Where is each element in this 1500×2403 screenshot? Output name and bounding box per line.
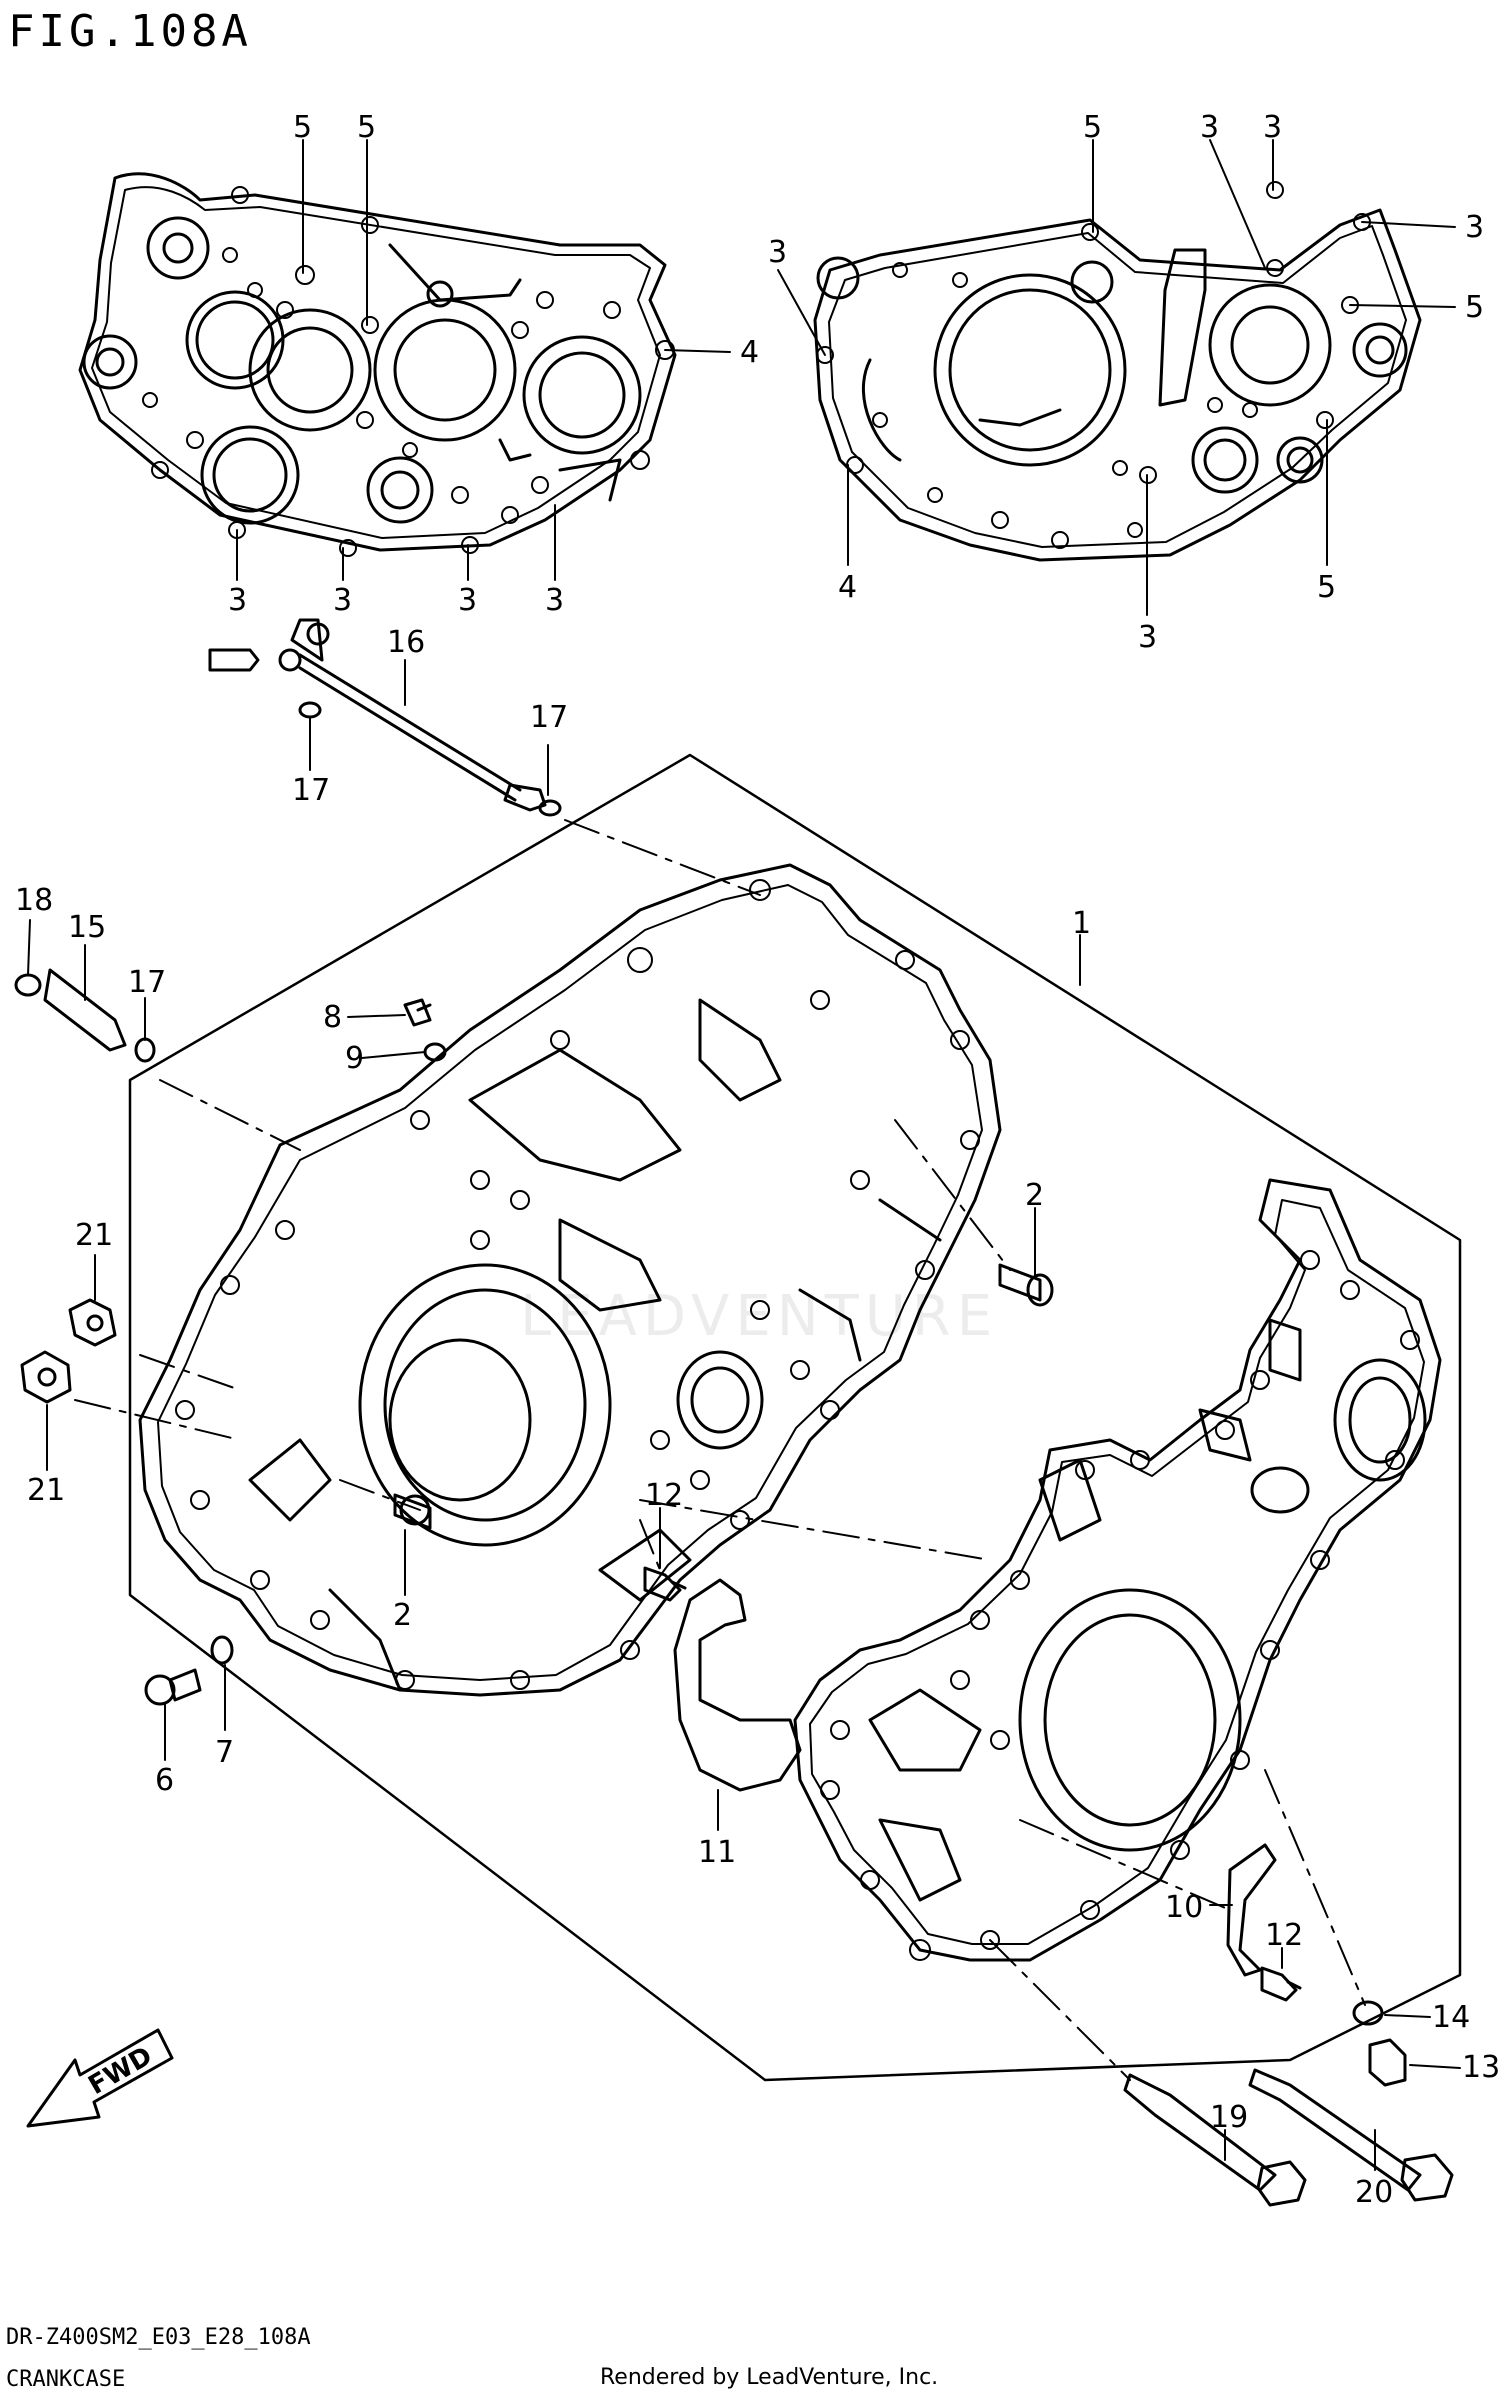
callout-17: 17 <box>530 700 568 735</box>
callout-3: 3 <box>333 583 352 618</box>
callout-numbers: 1 2 2 3 3 3 3 3 3 3 3 3 3 4 4 5 5 5 5 5 … <box>15 110 1500 2210</box>
figure-caption: CRANKCASE <box>6 2367 126 2392</box>
callout-3: 3 <box>458 583 477 618</box>
alignment-lines <box>74 819 1366 2081</box>
callout-16: 16 <box>387 625 425 660</box>
bolt-12-lower <box>1260 1966 1302 2002</box>
watermark: LEADVENTURE <box>520 1284 998 1349</box>
callout-17: 17 <box>128 965 166 1000</box>
crankcase-left-face-view <box>78 172 677 557</box>
callout-1: 1 <box>1072 906 1091 941</box>
callout-12: 12 <box>645 1478 683 1513</box>
callout-13: 13 <box>1462 2050 1500 2085</box>
bolt-12-upper <box>643 1566 687 1602</box>
callout-20: 20 <box>1355 2175 1393 2210</box>
callout-11: 11 <box>698 1835 736 1870</box>
callout-3: 3 <box>228 583 247 618</box>
callout-15: 15 <box>68 910 106 945</box>
assembly-outline <box>128 753 1462 2082</box>
callout-3: 3 <box>1263 110 1282 145</box>
bolt-13 <box>1368 2038 1407 2087</box>
callout-4: 4 <box>838 570 857 605</box>
bolt-20 <box>1248 2068 1454 2202</box>
gasket-9 <box>423 1042 447 1062</box>
callout-14: 14 <box>1432 2000 1470 2035</box>
nut-21-upper <box>68 1298 117 1347</box>
callout-17: 17 <box>292 773 330 808</box>
callout-2: 2 <box>393 1598 412 1633</box>
washer-14 <box>1352 2000 1384 2026</box>
callout-3: 3 <box>768 235 787 270</box>
plug-8 <box>403 998 432 1027</box>
callout-5: 5 <box>357 110 376 145</box>
fwd-arrow-icon <box>26 2028 174 2128</box>
washer-7 <box>210 1635 234 1665</box>
callout-18: 18 <box>15 883 53 918</box>
crankcase-right-face-view <box>813 181 1422 562</box>
bolt-6 <box>144 1668 202 1706</box>
callout-8: 8 <box>323 1000 342 1035</box>
callout-5: 5 <box>293 110 312 145</box>
callout-5: 5 <box>1083 110 1102 145</box>
crankcase-left-half <box>138 863 1054 1697</box>
callout-3: 3 <box>545 583 564 618</box>
callout-21: 21 <box>27 1473 65 1508</box>
callout-7: 7 <box>215 1735 234 1770</box>
gasket-plate-11 <box>673 1578 802 1792</box>
callout-6: 6 <box>155 1763 174 1798</box>
callout-21: 21 <box>75 1218 113 1253</box>
credit-line: Rendered by LeadVenture, Inc. <box>600 2365 939 2390</box>
leader-lines <box>27 139 1461 2171</box>
callout-5: 5 <box>1317 570 1336 605</box>
nut-21-lower <box>20 1350 72 1404</box>
callout-3: 3 <box>1465 210 1484 245</box>
plate-10 <box>1226 1843 1277 1977</box>
callout-10: 10 <box>1165 1890 1203 1925</box>
callout-2: 2 <box>1025 1178 1044 1213</box>
callout-4: 4 <box>740 335 759 370</box>
callout-3: 3 <box>1200 110 1219 145</box>
callout-3: 3 <box>1138 620 1157 655</box>
model-code: DR-Z400SM2_E03_E28_108A <box>6 2325 311 2350</box>
figure-title: FIG.108A <box>8 6 252 57</box>
callout-5: 5 <box>1465 290 1484 325</box>
shaft-16 <box>208 618 562 817</box>
callout-9: 9 <box>345 1041 364 1076</box>
callout-19: 19 <box>1210 2100 1248 2135</box>
callout-12: 12 <box>1265 1918 1303 1953</box>
crankcase-right-half <box>793 1178 1442 1962</box>
bolt-19 <box>1123 2073 1307 2207</box>
